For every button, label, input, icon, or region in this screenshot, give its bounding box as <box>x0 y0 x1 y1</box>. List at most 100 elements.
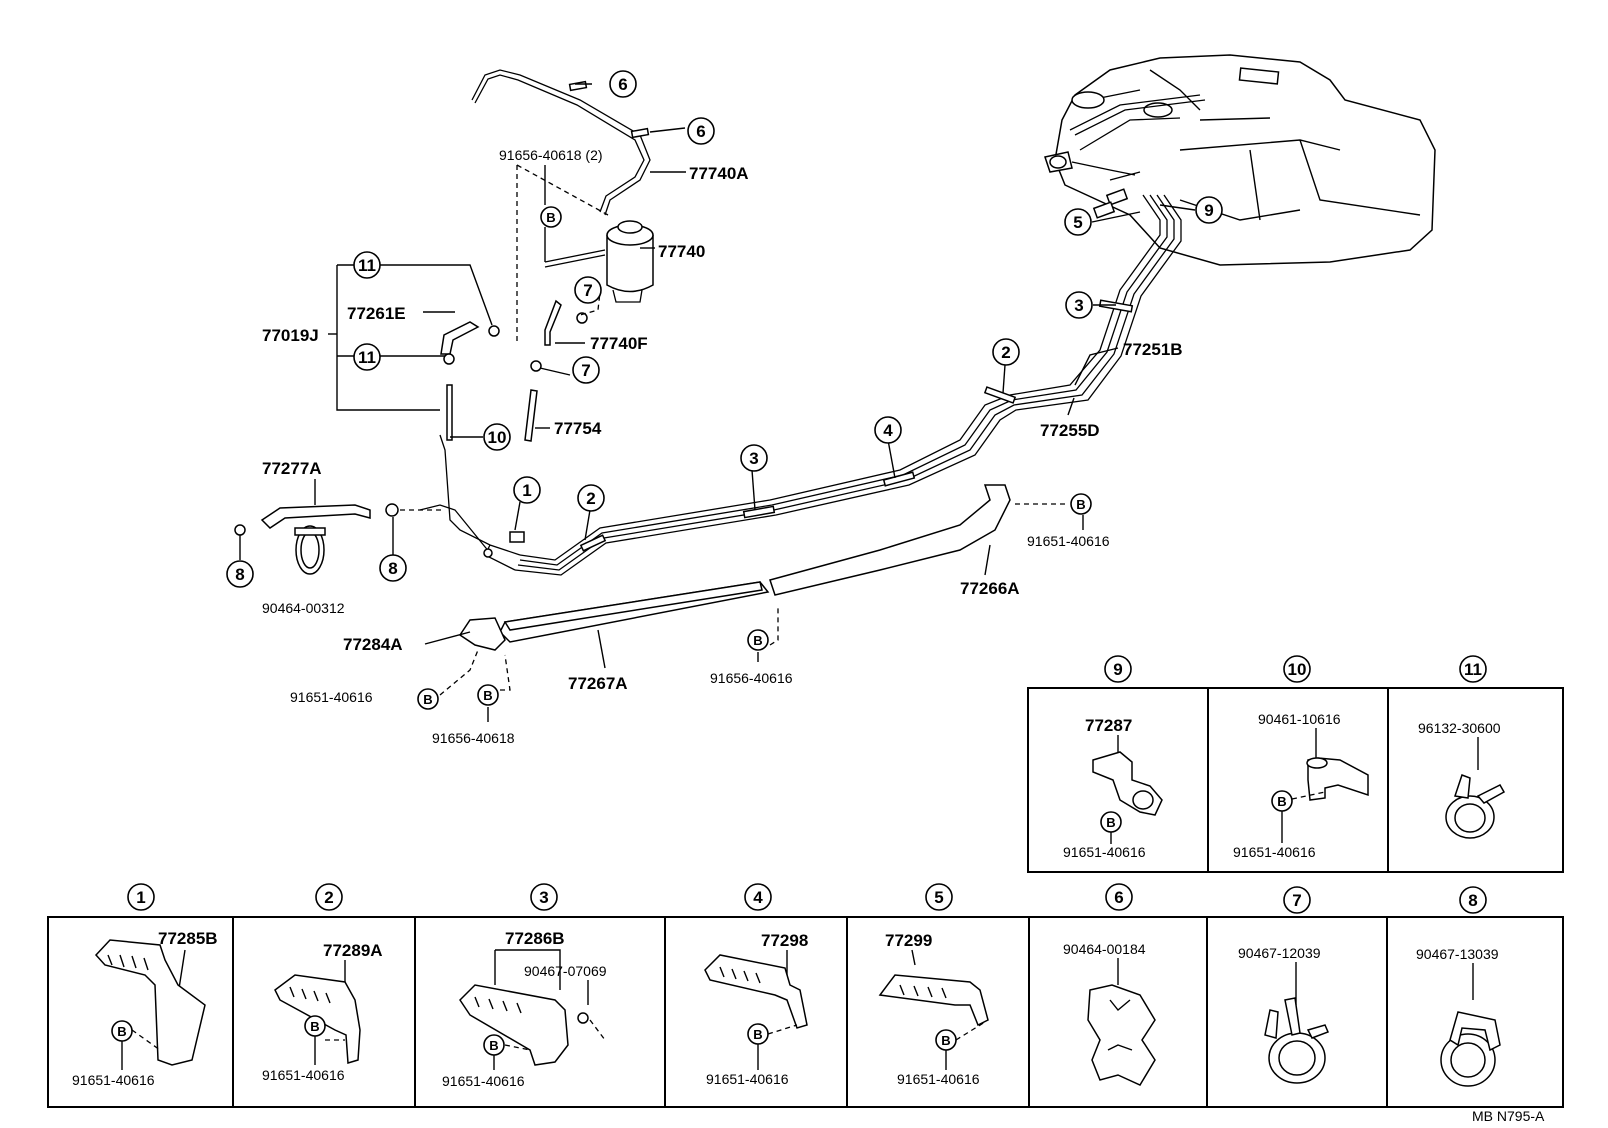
detail-1-bolt: 91651-40616 <box>72 1072 155 1088</box>
svg-text:3: 3 <box>749 449 758 468</box>
bracket-77277a <box>234 503 399 575</box>
fuel-main-lines <box>419 188 1182 576</box>
leader-lines <box>239 83 1196 722</box>
svg-text:1: 1 <box>522 481 531 500</box>
svg-text:3: 3 <box>539 888 548 907</box>
detail-1-part: 77285B <box>158 929 218 948</box>
detail-10-header: 10 <box>1283 655 1311 683</box>
detail-3-header: 3 <box>530 883 558 911</box>
callout-7a: 7 <box>574 276 602 304</box>
rail-77267a <box>499 581 770 643</box>
evap-pipe-77740a <box>471 69 651 216</box>
detail-11-header: 11 <box>1459 655 1487 683</box>
callout-4: 4 <box>874 416 902 444</box>
callout-11b: 11 <box>353 343 381 371</box>
detail-9-part: 77287 <box>1085 716 1132 735</box>
label-77267a: 77267A <box>568 674 628 693</box>
label-90464-00312: 90464-00312 <box>262 600 345 616</box>
svg-text:7: 7 <box>581 361 590 380</box>
svg-text:9: 9 <box>1113 660 1122 679</box>
detail-9-bolt: 91651-40616 <box>1063 844 1146 860</box>
callout-b-77267a-mid: B <box>747 629 769 651</box>
callout-b-77266a: B <box>1070 493 1092 515</box>
svg-text:1: 1 <box>136 888 145 907</box>
detail-4-bolt: 91651-40616 <box>706 1071 789 1087</box>
svg-text:4: 4 <box>753 888 763 907</box>
detail-3-extra: 90467-07069 <box>524 963 607 979</box>
callout-2a: 2 <box>577 484 605 512</box>
callout-3b: 3 <box>1065 291 1093 319</box>
svg-text:B: B <box>310 1019 319 1034</box>
callout-5: 5 <box>1064 208 1092 236</box>
detail-9-header: 9 <box>1104 655 1132 683</box>
svg-text:11: 11 <box>358 348 376 367</box>
detail-10-part: 90461-10616 <box>1258 711 1341 727</box>
bracket-77284a <box>458 617 506 651</box>
callout-6b: 6 <box>687 117 715 145</box>
svg-text:8: 8 <box>388 559 397 578</box>
svg-text:6: 6 <box>696 122 705 141</box>
detail-10-bolt: 91651-40616 <box>1233 844 1316 860</box>
hoses <box>440 299 588 442</box>
detail-4-part: 77298 <box>761 931 808 950</box>
label-91656-40616: 91656-40616 <box>710 670 793 686</box>
callout-b-77267a-left: B <box>477 684 499 706</box>
svg-text:B: B <box>489 1038 498 1053</box>
svg-text:9: 9 <box>1204 201 1213 220</box>
svg-text:B: B <box>941 1033 950 1048</box>
svg-text:10: 10 <box>488 428 507 447</box>
svg-text:B: B <box>1106 815 1115 830</box>
fuel-tank <box>1044 54 1436 266</box>
detail-7-header: 7 <box>1283 886 1311 914</box>
label-77277a: 77277A <box>262 459 322 478</box>
callout-8b: 8 <box>379 554 407 582</box>
svg-text:8: 8 <box>235 565 244 584</box>
main-labels: 91656-40618 (2) 77740A 77740 77261E 7701… <box>262 147 1183 746</box>
svg-text:B: B <box>546 210 555 225</box>
rail-77266a <box>769 484 1011 596</box>
detail-6-part: 90464-00184 <box>1063 941 1146 957</box>
svg-text:4: 4 <box>883 421 893 440</box>
svg-text:3: 3 <box>1074 296 1083 315</box>
svg-text:2: 2 <box>1001 343 1010 362</box>
detail-5-header: 5 <box>925 883 953 911</box>
label-77255d: 77255D <box>1040 421 1100 440</box>
callout-1: 1 <box>513 476 541 504</box>
callout-b-canister: B <box>540 206 562 228</box>
label-77261e: 77261E <box>347 304 406 323</box>
detail-8-part: 90467-13039 <box>1416 946 1499 962</box>
label-77019j: 77019J <box>262 326 319 345</box>
callout-6a: 6 <box>609 70 637 98</box>
detail-bottom-row: 1 2 3 4 5 6 7 8 77285B B 91651-40616 772… <box>47 883 1564 1108</box>
detail-5-part: 77299 <box>885 931 932 950</box>
svg-text:6: 6 <box>618 75 627 94</box>
svg-text:2: 2 <box>324 888 333 907</box>
label-77266a: 77266A <box>960 579 1020 598</box>
label-77740a: 77740A <box>689 164 749 183</box>
svg-text:11: 11 <box>358 256 376 275</box>
svg-text:10: 10 <box>1288 660 1307 679</box>
detail-2-bolt: 91651-40616 <box>262 1067 345 1083</box>
label-91656-40618-b: 91656-40618 <box>432 730 515 746</box>
callout-11a: 11 <box>353 251 381 279</box>
label-77754: 77754 <box>554 419 602 438</box>
svg-text:8: 8 <box>1468 891 1477 910</box>
detail-11-part: 96132-30600 <box>1418 720 1501 736</box>
svg-text:5: 5 <box>934 888 943 907</box>
svg-text:B: B <box>1076 497 1085 512</box>
svg-text:B: B <box>117 1024 126 1039</box>
svg-text:B: B <box>753 633 762 648</box>
detail-5-bolt: 91651-40616 <box>897 1071 980 1087</box>
charcoal-canister-77740 <box>544 220 654 303</box>
detail-6-header: 6 <box>1105 883 1133 911</box>
svg-text:2: 2 <box>586 489 595 508</box>
callout-2b: 2 <box>992 338 1020 366</box>
diagram-code: MB N795-A <box>1472 1108 1545 1124</box>
svg-text:11: 11 <box>1464 660 1482 679</box>
svg-text:B: B <box>423 692 432 707</box>
label-77740: 77740 <box>658 242 705 261</box>
detail-2-part: 77289A <box>323 941 383 960</box>
detail-4-header: 4 <box>744 883 772 911</box>
svg-text:5: 5 <box>1073 213 1082 232</box>
